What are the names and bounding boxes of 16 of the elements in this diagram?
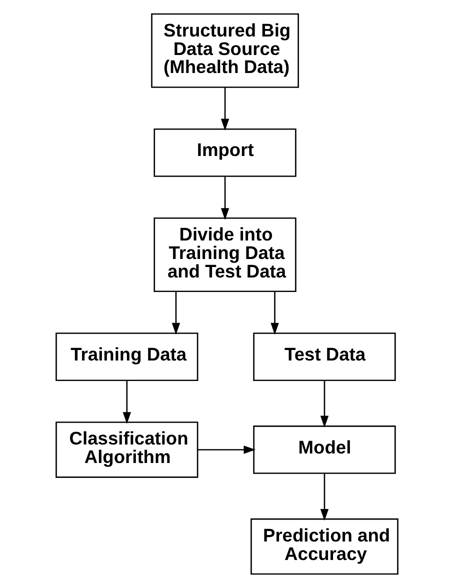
arrow bbox=[320, 380, 328, 428]
arrow bbox=[171, 292, 180, 335]
node-box: Test Data bbox=[252, 332, 396, 382]
node-box: Model bbox=[252, 426, 396, 474]
arrow bbox=[220, 176, 229, 220]
arrow bbox=[270, 292, 278, 335]
node-box: Prediction and Accuracy bbox=[250, 518, 398, 575]
arrow bbox=[197, 446, 256, 454]
node-box: Training Data bbox=[55, 332, 198, 382]
arrow bbox=[220, 87, 229, 131]
arrow bbox=[122, 380, 131, 424]
node-box: Classification Algorithm bbox=[55, 422, 198, 478]
arrow bbox=[320, 474, 328, 521]
node-box: Structured Big Data Source (Mhealth Data) bbox=[150, 13, 298, 88]
node-box: Divide into Training Data and Test Data bbox=[153, 217, 296, 292]
node-box: Import bbox=[153, 128, 296, 177]
